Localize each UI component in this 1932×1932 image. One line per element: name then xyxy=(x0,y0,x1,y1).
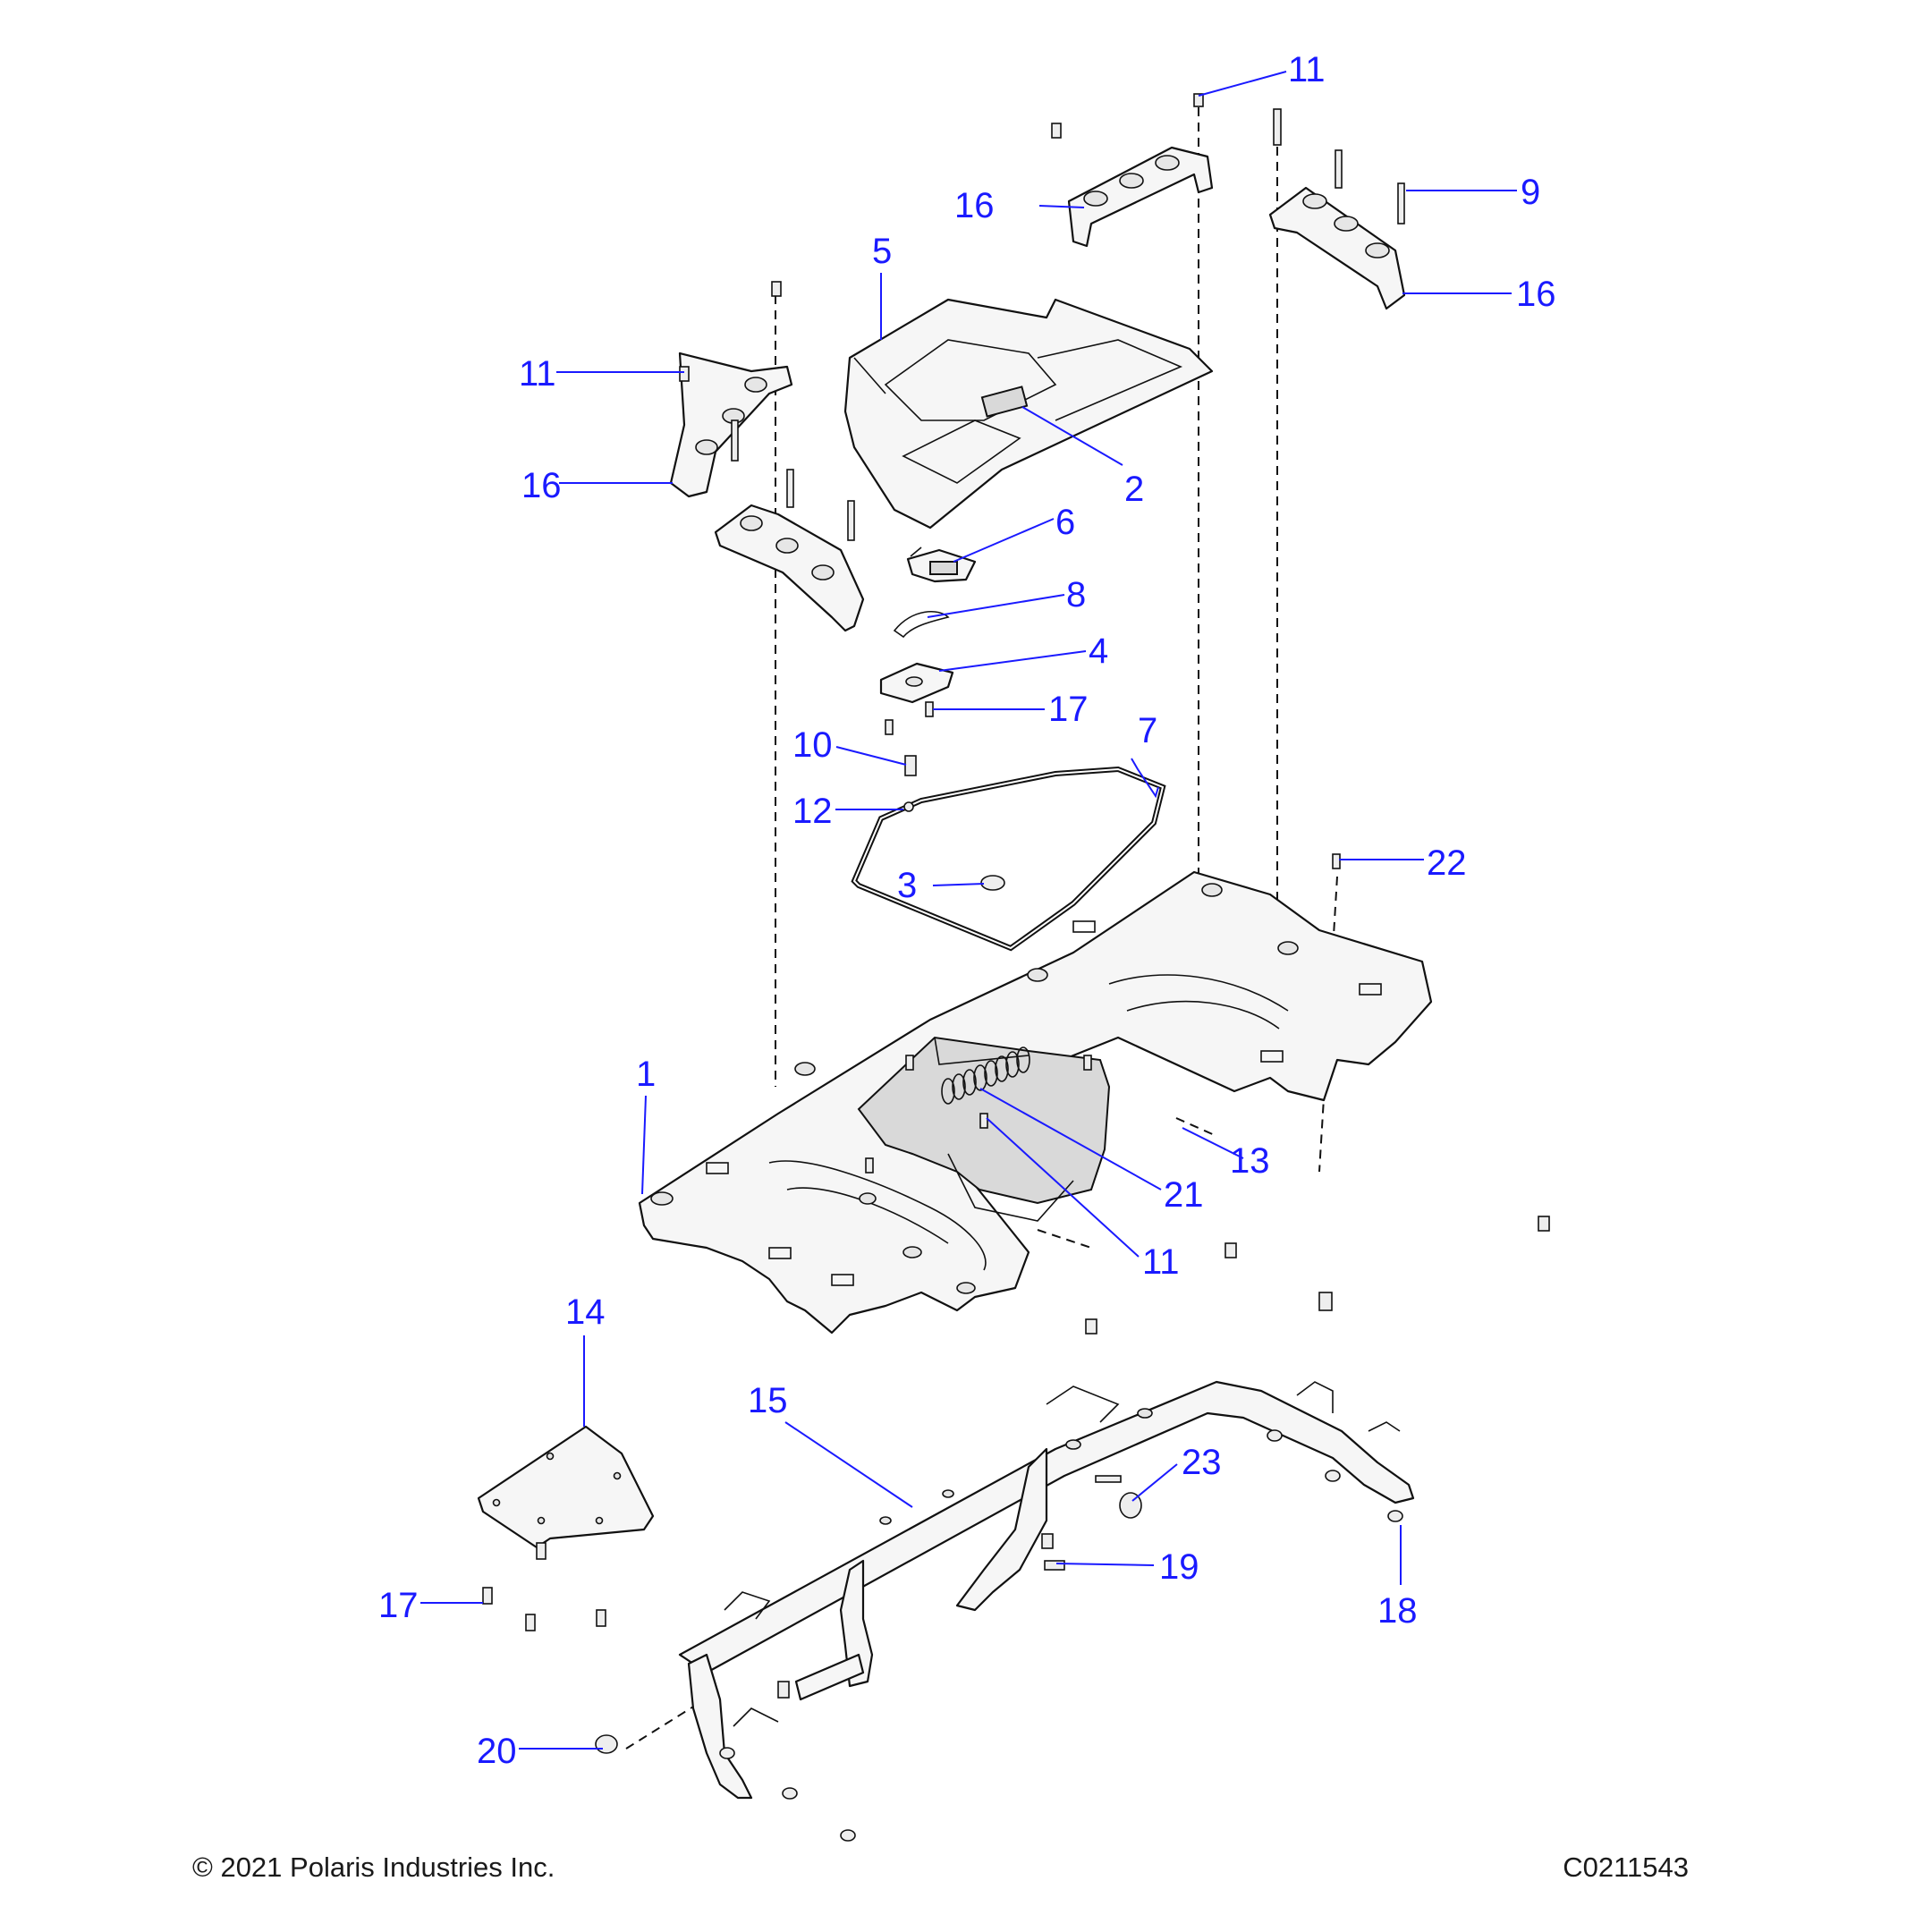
main-storage-body-part-1 xyxy=(638,870,1433,1335)
leader-line xyxy=(1198,71,1287,97)
leader-line xyxy=(1131,758,1159,799)
alignment-lines xyxy=(625,107,1338,1750)
callout-3: 3 xyxy=(897,866,917,905)
leader-line xyxy=(986,1117,1140,1258)
callout-16: 16 xyxy=(521,466,562,505)
storage-lid-part-5 xyxy=(843,298,1214,530)
callout-7: 7 xyxy=(1138,711,1157,750)
plate-part-4 xyxy=(879,662,954,704)
latch-part-6 xyxy=(906,547,977,583)
leader-line xyxy=(953,518,1055,563)
callout-9: 9 xyxy=(1521,173,1540,212)
callout-11: 11 xyxy=(519,354,556,394)
callout-leaders xyxy=(420,71,1517,1750)
leader-line xyxy=(1021,406,1123,466)
bracket-part-16-left-lower xyxy=(714,504,865,632)
callout-17: 17 xyxy=(378,1586,419,1625)
callout-16: 16 xyxy=(1516,275,1556,314)
callout-19: 19 xyxy=(1159,1547,1199,1587)
callout-18: 18 xyxy=(1377,1591,1418,1631)
panel-part-14 xyxy=(477,1425,655,1549)
leader-line xyxy=(1182,1127,1244,1159)
leader-line xyxy=(835,746,907,766)
leader-line xyxy=(979,1088,1162,1191)
leader-line xyxy=(784,1421,913,1508)
callout-13: 13 xyxy=(1230,1141,1270,1181)
callout-12: 12 xyxy=(792,792,833,831)
callout-10: 10 xyxy=(792,725,833,765)
leader-line xyxy=(927,594,1065,618)
callout-17: 17 xyxy=(1048,690,1089,729)
callout-14: 14 xyxy=(565,1292,606,1332)
callout-23: 23 xyxy=(1182,1443,1222,1482)
drawing-id: C0211543 xyxy=(1563,1852,1689,1883)
leader-line xyxy=(938,650,1087,672)
callout-labels: 11 9 16 16 5 11 16 2 6 8 4 17 7 10 12 22… xyxy=(378,50,1556,1771)
leader-line xyxy=(932,883,985,886)
fasteners xyxy=(482,93,1550,1842)
callout-8: 8 xyxy=(1066,575,1086,614)
spring-part-21 xyxy=(941,1046,1030,1105)
callout-21: 21 xyxy=(1164,1175,1204,1215)
callout-11: 11 xyxy=(1142,1242,1180,1282)
clip-part-8 xyxy=(893,611,950,639)
callout-22: 22 xyxy=(1427,843,1467,883)
leader-line xyxy=(1038,205,1085,208)
callout-15: 15 xyxy=(748,1381,788,1420)
callout-4: 4 xyxy=(1089,631,1108,671)
leader-line xyxy=(1131,1463,1178,1502)
callout-5: 5 xyxy=(872,232,892,271)
callout-1: 1 xyxy=(636,1055,656,1094)
leader-line xyxy=(641,1095,647,1195)
leader-line xyxy=(1055,1563,1155,1566)
callout-6: 6 xyxy=(1055,503,1075,542)
bracket-part-16-right xyxy=(1268,186,1406,310)
callout-20: 20 xyxy=(477,1732,517,1771)
callout-2: 2 xyxy=(1124,470,1144,509)
copyright-notice: © 2021 Polaris Industries Inc. xyxy=(192,1852,555,1883)
seal-part-7 xyxy=(851,766,1166,952)
callout-16: 16 xyxy=(954,186,995,225)
frame-part-15 xyxy=(678,1380,1415,1800)
callout-11: 11 xyxy=(1288,50,1326,89)
bracket-part-16-top xyxy=(1067,146,1214,248)
